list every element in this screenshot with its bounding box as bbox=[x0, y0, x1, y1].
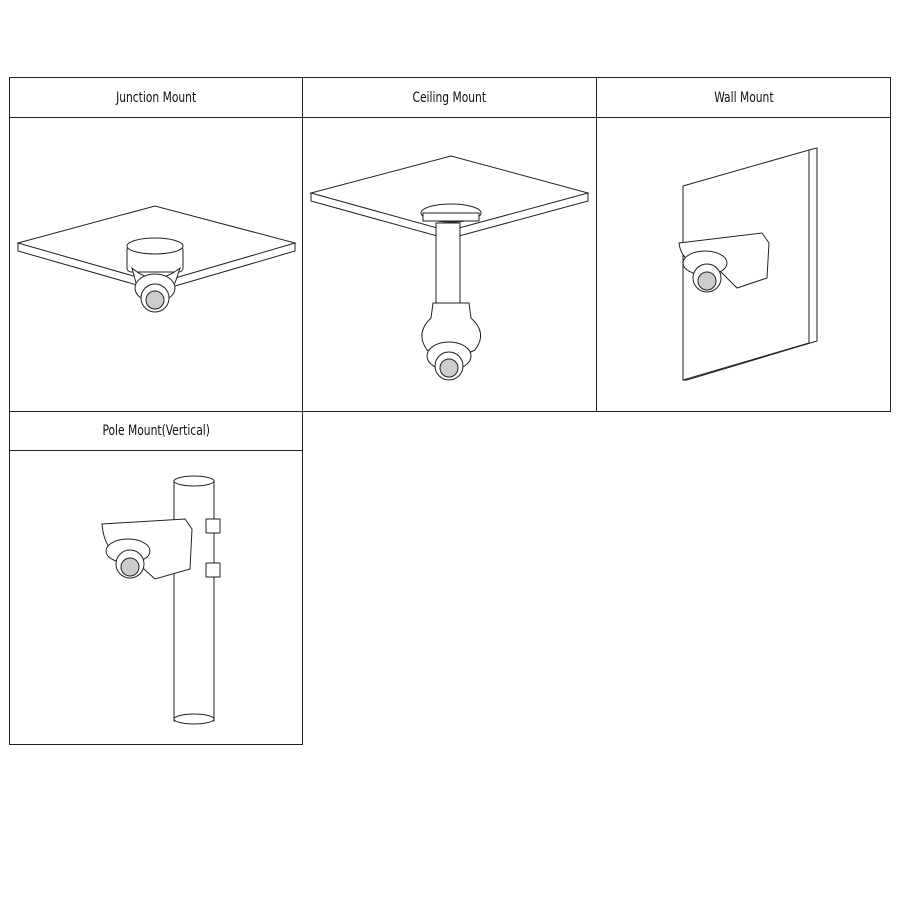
pole-mount-label: Pole Mount(Vertical) bbox=[102, 423, 210, 439]
junction-mount-label: Junction Mount bbox=[115, 89, 197, 106]
ceiling-mount-drawing bbox=[309, 155, 590, 381]
header-wall-mount: Wall Mount bbox=[596, 77, 891, 118]
header-pole-mount: Pole Mount(Vertical) bbox=[9, 411, 303, 451]
ceiling-mount-label: Ceiling Mount bbox=[412, 89, 487, 106]
wall-mount-label: Wall Mount bbox=[713, 89, 774, 106]
wall-mount-drawing bbox=[678, 147, 818, 381]
header-ceiling-mount: Ceiling Mount bbox=[302, 77, 597, 118]
junction-mount-drawing bbox=[16, 205, 297, 313]
junction-mount-illustration bbox=[9, 117, 303, 412]
pole-mount-drawing bbox=[101, 475, 221, 725]
pole-mount-illustration bbox=[9, 450, 303, 745]
ceiling-mount-illustration bbox=[302, 117, 597, 412]
wall-mount-illustration bbox=[596, 117, 891, 412]
header-junction-mount: Junction Mount bbox=[9, 77, 303, 118]
